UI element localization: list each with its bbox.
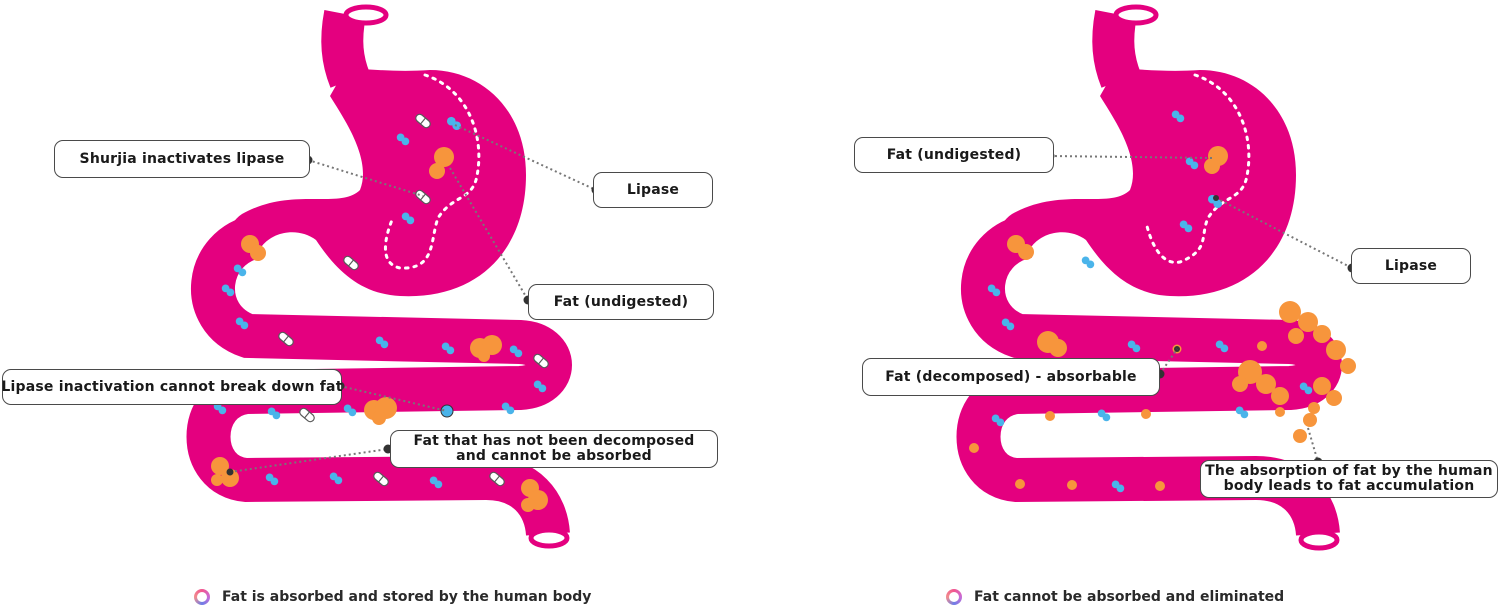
right-esophagus-opening	[1113, 4, 1159, 26]
label-fat-not-decomposed: Fat that has not been decomposed and can…	[390, 430, 718, 468]
caption-right: Fat cannot be absorbed and eliminated	[946, 584, 1284, 610]
gradient-ring-icon	[194, 589, 210, 605]
label-fat-accumulation: The absorption of fat by the human body …	[1200, 460, 1498, 498]
left-stomach	[229, 68, 526, 297]
label-shurjia-inactivates-lipase: Shurjia inactivates lipase	[54, 140, 310, 178]
label-lipase-right: Lipase	[1351, 248, 1471, 284]
left-leader-lines	[229, 124, 597, 473]
label-lipase-left: Lipase	[593, 172, 713, 208]
label-lipase-inactivation: Lipase inactivation cannot break down fa…	[1, 369, 342, 405]
label-fat-undigested-left: Fat (undigested)	[528, 284, 714, 320]
left-stomach-dotted-line	[383, 73, 481, 270]
right-leader-lines	[1049, 155, 1353, 463]
right-stomach	[999, 68, 1296, 297]
right-fat-particles	[969, 146, 1285, 491]
left-intestine-outlet	[528, 527, 570, 549]
label-fat-undigested-right: Fat (undigested)	[854, 137, 1054, 173]
label-fat-decomposed: Fat (decomposed) - absorbable	[862, 358, 1160, 396]
caption-left: Fat is absorbed and stored by the human …	[194, 584, 591, 610]
right-absorbed-fat-cluster	[1232, 301, 1356, 443]
left-esophagus-opening	[343, 4, 389, 26]
gradient-ring-icon	[946, 589, 962, 605]
right-stomach-dotted-line	[1144, 73, 1251, 264]
right-intestine-outlet	[1298, 529, 1340, 551]
left-fat-particles	[211, 147, 548, 512]
